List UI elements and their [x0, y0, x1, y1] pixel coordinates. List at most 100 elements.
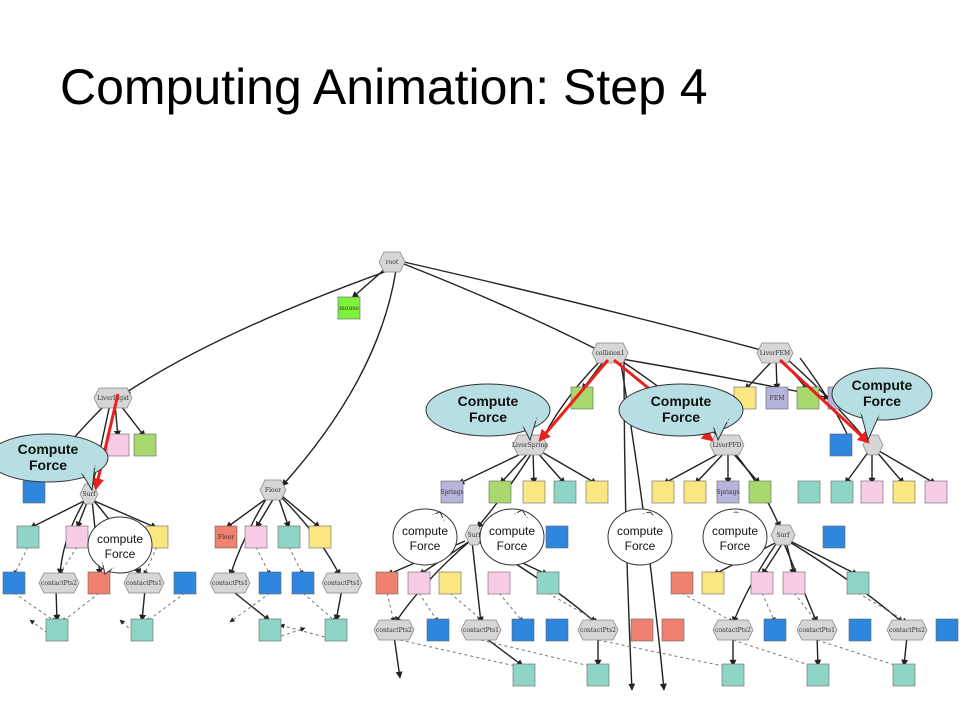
- callout-text: Force: [720, 539, 751, 553]
- callout-text: Force: [29, 457, 67, 473]
- graph-node-hexagon: [321, 572, 363, 594]
- graph-dashed-edge: [61, 592, 100, 623]
- graph-node-square: [487, 571, 511, 595]
- callout-text: Compute: [651, 393, 712, 409]
- graph-node-label: Surf: [467, 532, 481, 539]
- graph-node-square: [860, 480, 884, 504]
- graph-node-square: [16, 525, 40, 549]
- graph-node-square: [87, 571, 111, 595]
- graph-node-square: [586, 663, 610, 687]
- graph-edge: [139, 588, 147, 622]
- graph-node-label: LiverFFD: [713, 442, 742, 449]
- graph-node-square: [553, 480, 577, 504]
- graph-node-square: [806, 663, 830, 687]
- graph-node-square: [291, 571, 315, 595]
- graph-node-label: Floor: [218, 534, 234, 541]
- graph-node-hexagon: [712, 619, 754, 641]
- graph-node-square: [106, 433, 130, 457]
- graph-edge: [123, 269, 391, 395]
- graph-edge: [457, 450, 528, 485]
- graph-node-square: [512, 663, 536, 687]
- graph-edge: [403, 263, 601, 352]
- graph-edge: [901, 635, 909, 667]
- graph-node-square: [822, 525, 846, 549]
- graph-node-square: [848, 618, 872, 642]
- graph-node-square: [570, 386, 594, 410]
- graph-node-square: [426, 618, 450, 642]
- callout-text: Force: [625, 539, 656, 553]
- graph-dashed-edge: [13, 546, 29, 576]
- graph-node-square: [924, 480, 948, 504]
- graph-node-square: [65, 525, 89, 549]
- graph-node-hexagon: [460, 619, 502, 641]
- graph-node-hexagon: [93, 387, 133, 409]
- graph-node-square: [782, 571, 806, 595]
- graph-dashed-edge: [255, 546, 271, 576]
- graph-node-square: [407, 571, 431, 595]
- graph-node-square: [829, 433, 853, 457]
- graph-node-square: [830, 480, 854, 504]
- graph-edge: [53, 588, 61, 622]
- force-arrow: [778, 358, 870, 444]
- graph-dashed-edge: [302, 592, 337, 623]
- graph-dashed-edge: [732, 639, 819, 669]
- graph-node-square: [130, 618, 154, 642]
- graph-node-hexagon: [756, 342, 794, 364]
- graph-node-hexagon: [886, 619, 928, 641]
- graph-dashed-edge: [399, 639, 525, 670]
- graph-node-square: [796, 386, 820, 410]
- graph-node-hexagon: [373, 619, 415, 641]
- graph-edge: [875, 450, 905, 485]
- callout-text: Force: [469, 409, 507, 425]
- graph-node-label: contactPts1: [324, 580, 360, 587]
- graph-node-hexagon: [209, 572, 251, 594]
- graph-node-hexagon: [577, 619, 619, 641]
- graph-node-square: [701, 571, 725, 595]
- graph-node-square: [661, 618, 685, 642]
- graph-edge: [333, 588, 343, 622]
- graph-node-hexagon: [591, 342, 629, 364]
- graph-node-square: [935, 618, 959, 642]
- graph-dashed-edge: [498, 592, 524, 623]
- graph-node-label: Springs: [716, 489, 740, 496]
- force-arrow: [538, 359, 610, 442]
- slide-title: Computing Animation: Step 4: [60, 59, 708, 115]
- graph-edge: [785, 540, 796, 576]
- graph-edge: [29, 499, 87, 529]
- graph-node-square: [308, 525, 332, 549]
- graph-node-square: [2, 571, 26, 595]
- callout-text: Compute: [458, 393, 519, 409]
- graph-node-label: FEM: [770, 395, 785, 402]
- graph-node-square: [846, 571, 870, 595]
- callout-text: Force: [410, 539, 441, 553]
- callout-text: Compute: [852, 377, 913, 393]
- graph-node-square: [440, 480, 464, 504]
- graph-node-square: [258, 618, 282, 642]
- graph-dashed-edge: [857, 592, 908, 623]
- graph-node-label: contactPts2: [580, 627, 616, 634]
- graph-node-square: [763, 618, 787, 642]
- graph-node-label: Surf: [82, 491, 96, 498]
- graph-dashed-edge: [145, 592, 186, 623]
- graph-edge: [662, 450, 725, 485]
- graph-edge: [351, 267, 387, 299]
- graph-dashed-edge: [143, 546, 158, 576]
- graph-edge: [393, 635, 403, 679]
- graph-node-label: contactPts2: [376, 627, 412, 634]
- graph-node-square: [337, 296, 361, 320]
- graph-edge: [530, 450, 538, 485]
- compute-force-callouts: ComputeForceComputeForceComputeForceComp…: [0, 367, 933, 575]
- graph-node-label: contactPts1: [126, 580, 162, 587]
- graph-node-label: Springs: [440, 489, 464, 496]
- graph-node-square: [670, 571, 694, 595]
- callout-text: Force: [497, 539, 528, 553]
- graph-node-square: [277, 525, 301, 549]
- callout-text: compute: [97, 532, 143, 546]
